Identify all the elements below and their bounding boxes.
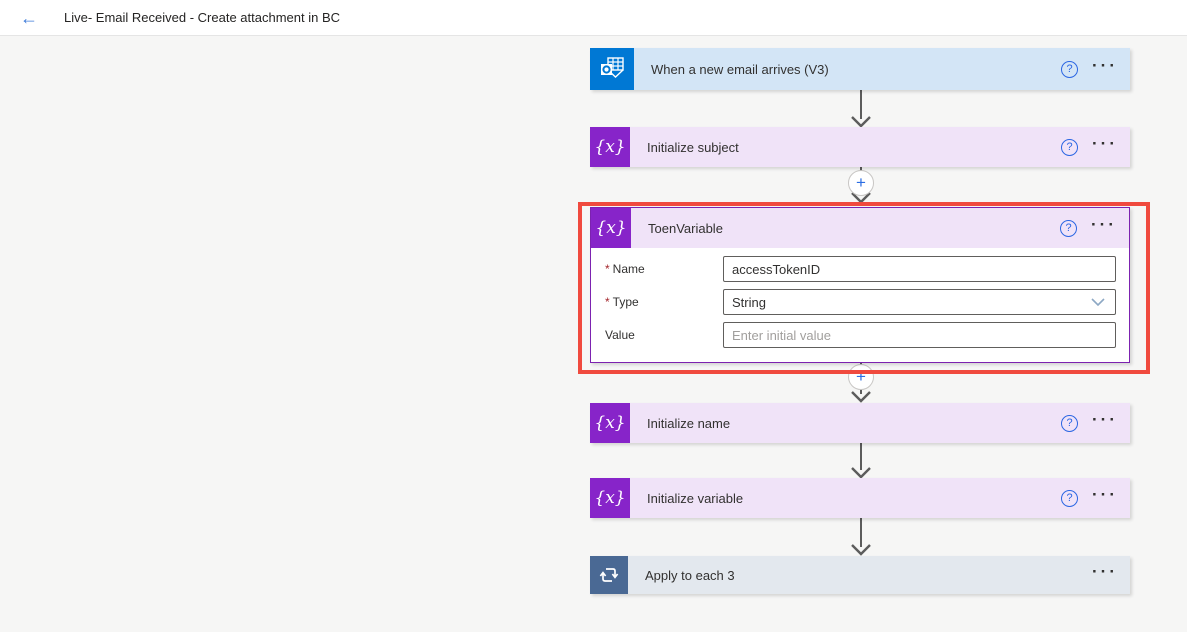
- apply-to-each-icon: [590, 556, 628, 594]
- type-dropdown[interactable]: String: [723, 289, 1116, 315]
- top-bar: ← Live- Email Received - Create attachme…: [0, 0, 1187, 36]
- name-field[interactable]: [723, 256, 1116, 282]
- more-menu-icon[interactable]: ···: [1092, 562, 1118, 581]
- step-label: Initialize name: [647, 415, 731, 431]
- variable-icon: {x}: [591, 208, 631, 248]
- flow-title: Live- Email Received - Create attachment…: [64, 10, 341, 25]
- help-icon[interactable]: ?: [1061, 414, 1078, 432]
- more-menu-icon[interactable]: ···: [1092, 134, 1118, 153]
- connector-arrow: [849, 443, 873, 484]
- chevron-down-icon: [1091, 298, 1105, 306]
- type-dropdown-value: String: [732, 294, 766, 310]
- more-menu-icon[interactable]: ···: [1092, 410, 1118, 429]
- step-label: Initialize subject: [647, 139, 739, 155]
- insert-step-button[interactable]: +: [848, 364, 874, 390]
- help-icon[interactable]: ?: [1061, 138, 1078, 156]
- connector-with-insert: +: [848, 167, 874, 209]
- value-field[interactable]: [723, 322, 1116, 348]
- help-icon[interactable]: ?: [1061, 60, 1078, 78]
- variable-icon: {x}: [590, 478, 630, 518]
- help-icon[interactable]: ?: [1061, 489, 1078, 507]
- more-menu-icon[interactable]: ···: [1091, 215, 1117, 234]
- insert-step-button[interactable]: +: [848, 170, 874, 196]
- step-when-a-new-email-arrives[interactable]: When a new email arrives (V3) ? ···: [590, 48, 1130, 90]
- help-icon[interactable]: ?: [1060, 219, 1077, 237]
- variable-icon: {x}: [590, 127, 630, 167]
- field-label: *Name: [605, 262, 645, 276]
- step-label: Apply to each 3: [645, 567, 735, 583]
- more-menu-icon[interactable]: ···: [1092, 56, 1118, 75]
- field-row-type: *Type String: [605, 289, 1116, 315]
- variable-icon: {x}: [590, 403, 630, 443]
- step-initialize-variable[interactable]: {x} Initialize variable ? ···: [590, 478, 1130, 518]
- required-marker: *: [605, 295, 610, 309]
- field-label: *Type: [605, 295, 639, 309]
- connector-arrow: [849, 90, 873, 133]
- step-label: ToenVariable: [648, 220, 723, 236]
- more-menu-icon[interactable]: ···: [1092, 485, 1118, 504]
- field-label: Value: [605, 328, 635, 342]
- step-parameters: *Name *Type String Value: [591, 248, 1129, 348]
- step-initialize-subject[interactable]: {x} Initialize subject ? ···: [590, 127, 1130, 167]
- connector-arrow: [849, 518, 873, 561]
- step-toenvariable-header[interactable]: {x} ToenVariable ? ···: [591, 208, 1129, 248]
- step-initialize-name[interactable]: {x} Initialize name ? ···: [590, 403, 1130, 443]
- back-arrow-icon[interactable]: ←: [20, 7, 38, 28]
- outlook-email-icon: [590, 48, 634, 90]
- step-apply-to-each-3[interactable]: Apply to each 3 ···: [590, 556, 1130, 594]
- step-label: Initialize variable: [647, 490, 744, 506]
- step-label: When a new email arrives (V3): [651, 61, 829, 77]
- field-row-name: *Name: [605, 256, 1116, 282]
- connector-with-insert: +: [848, 363, 874, 408]
- step-toenvariable-expanded: {x} ToenVariable ? ··· *Name *Type Strin…: [590, 207, 1130, 363]
- field-row-value: Value: [605, 322, 1116, 348]
- required-marker: *: [605, 262, 610, 276]
